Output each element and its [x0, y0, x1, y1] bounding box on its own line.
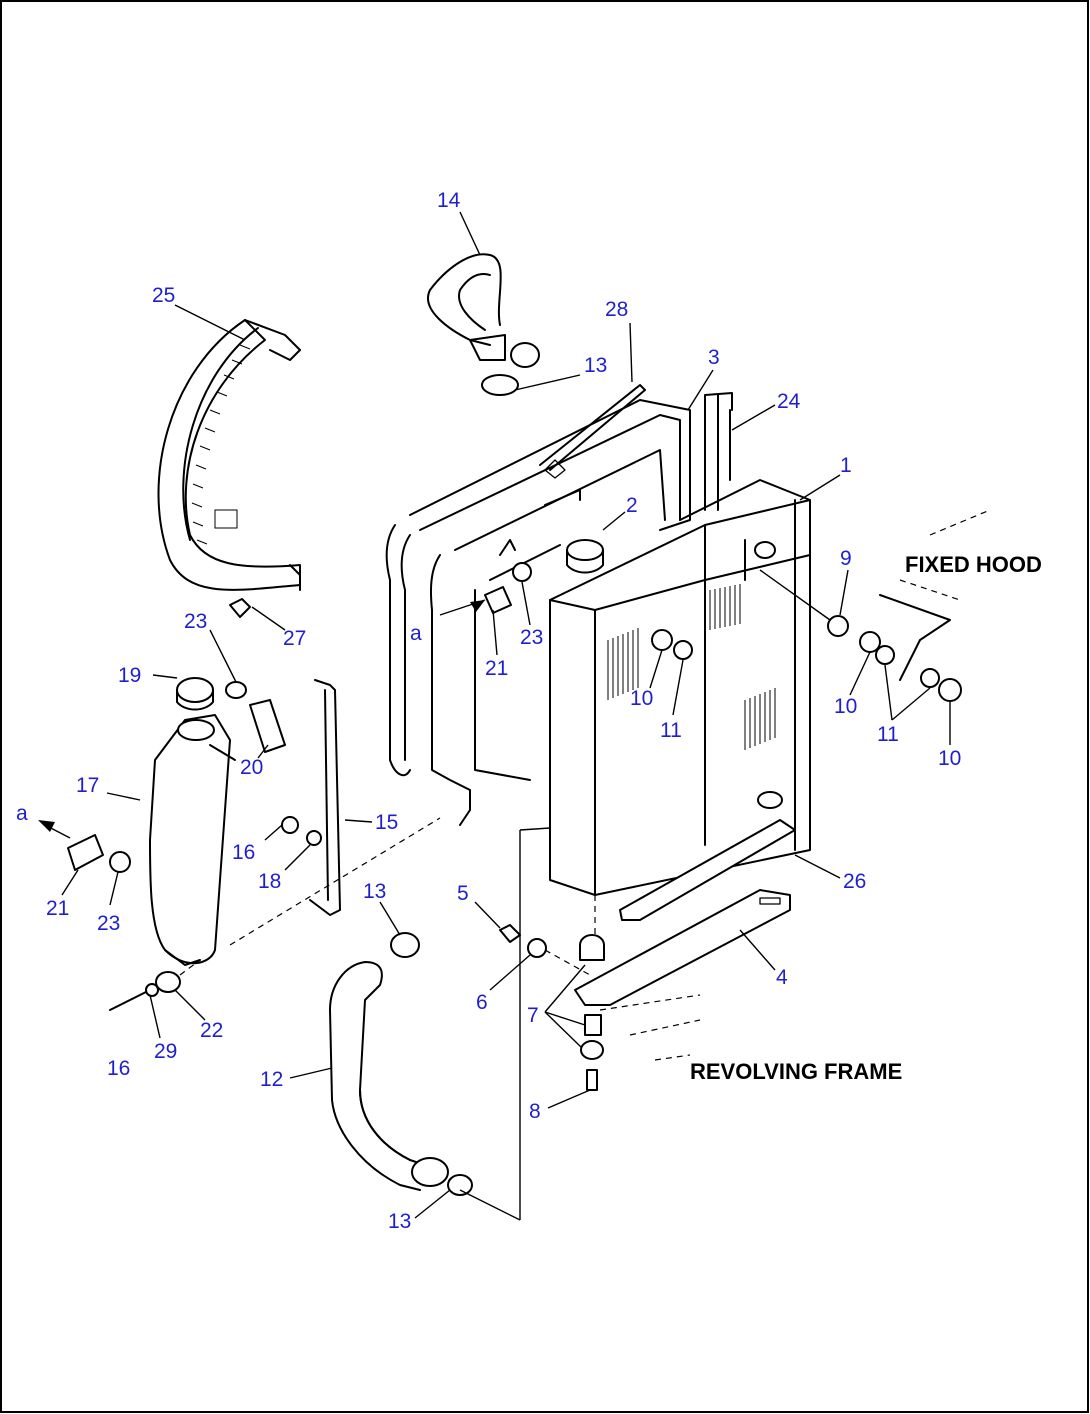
callout-7: 7	[527, 1004, 539, 1027]
callout-20: 20	[240, 756, 263, 779]
fixed-hood-outline	[879, 509, 991, 681]
radiator-cap-part-2	[566, 511, 626, 574]
bracket-part-4	[574, 889, 791, 1006]
callout-29: 29	[154, 1040, 177, 1063]
callout-16-b: 16	[107, 1057, 130, 1080]
callout-13-mid: 13	[363, 880, 386, 903]
bolt-part-27	[229, 598, 286, 631]
callout-a-mid: a	[410, 622, 422, 645]
bolt-clamp-bottom-left	[109, 959, 201, 1011]
callout-11-mid: 11	[660, 719, 682, 742]
upper-hose-part-14	[427, 253, 540, 396]
callout-23-left: 23	[184, 610, 207, 633]
bolts-16-18	[281, 816, 322, 846]
callout-23-mid: 23	[520, 626, 543, 649]
callout-27: 27	[283, 627, 306, 650]
bar-part-24	[704, 392, 776, 511]
callout-26: 26	[843, 870, 866, 893]
revolving-frame-label: REVOLVING FRAME	[690, 1059, 902, 1084]
callout-24: 24	[777, 390, 801, 413]
clamp-part-23-upper	[225, 681, 247, 699]
callout-18: 18	[258, 870, 281, 893]
callout-21-mid: 21	[485, 657, 508, 680]
callout-21-left: 21	[46, 897, 69, 920]
callout-13-bottom: 13	[388, 1210, 411, 1233]
revolving-frame-outline	[599, 994, 701, 1061]
callout-leaders	[61, 211, 951, 1219]
callout-13-top: 13	[584, 354, 607, 377]
callout-22: 22	[200, 1019, 223, 1042]
shroud-part-3	[385, 399, 691, 826]
callout-9: 9	[840, 547, 852, 570]
callout-8: 8	[529, 1100, 541, 1123]
block-part-26	[619, 819, 841, 921]
callout-11-right: 11	[877, 723, 899, 746]
callout-14: 14	[437, 189, 461, 212]
callout-19: 19	[118, 664, 141, 687]
fan-guard-part-25	[157, 319, 301, 591]
callout-a-left: a	[16, 802, 28, 825]
callout-15: 15	[375, 811, 398, 834]
callout-2: 2	[626, 494, 638, 517]
reservoir-part-17	[149, 714, 236, 966]
callout-10-mid: 10	[630, 687, 653, 710]
callout-3: 3	[708, 346, 720, 369]
cap-part-19	[176, 677, 214, 711]
mount-parts-right	[759, 569, 962, 702]
callout-1: 1	[840, 454, 852, 477]
hose-clamp-left	[38, 820, 131, 873]
callout-10-right-2: 10	[938, 747, 961, 770]
radiator-part-1	[549, 479, 811, 935]
lower-hose-part-12	[329, 932, 473, 1196]
callout-23-low: 23	[97, 912, 120, 935]
mount-parts-mid	[651, 629, 693, 660]
callout-16-a: 16	[232, 841, 255, 864]
callout-12: 12	[260, 1068, 283, 1091]
callout-4: 4	[776, 966, 788, 989]
callout-17: 17	[76, 774, 99, 797]
mount-parts-bottom	[499, 924, 605, 1091]
callout-10-right-1: 10	[834, 695, 857, 718]
fixed-hood-label: FIXED HOOD	[905, 552, 1042, 577]
callout-25: 25	[152, 284, 175, 307]
assembly-centerlines	[459, 827, 551, 1221]
callout-5: 5	[457, 882, 469, 905]
callout-28: 28	[605, 298, 628, 321]
rod-part-28	[539, 322, 646, 479]
clamp-hose-mid	[439, 562, 532, 616]
stay-part-15	[229, 679, 441, 946]
tube-part-20	[249, 699, 286, 753]
callout-6: 6	[476, 991, 488, 1014]
